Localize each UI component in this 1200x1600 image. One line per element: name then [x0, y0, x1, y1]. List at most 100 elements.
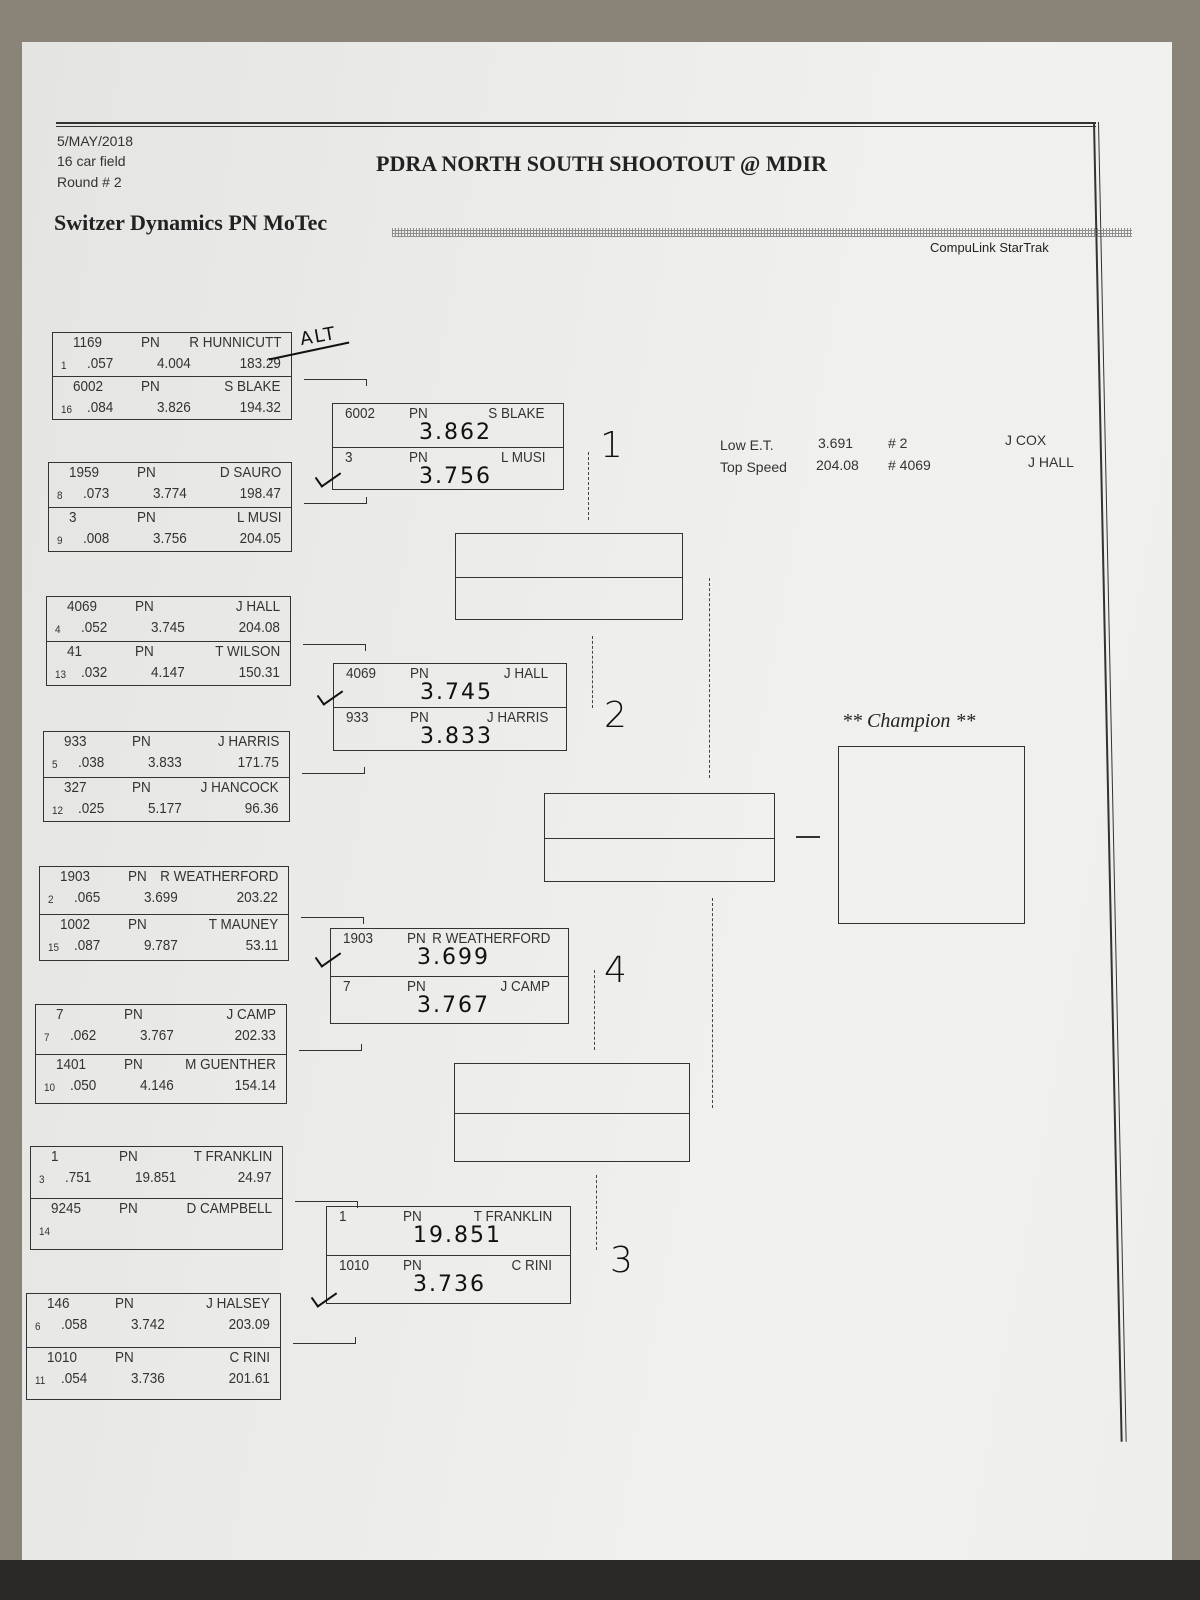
- class-title: Switzer Dynamics PN MoTec: [54, 210, 328, 235]
- handwritten-pair-number: 3: [610, 1240, 633, 1281]
- table-surface: [0, 1560, 1200, 1600]
- speed-mph: 203.09: [228, 1316, 270, 1333]
- driver-name: R WEATHERFORD: [431, 930, 550, 947]
- reaction-time: .087: [74, 936, 101, 954]
- car-number: 146: [47, 1295, 70, 1312]
- driver-name: J HALL: [503, 665, 548, 682]
- car-number: 6002: [73, 378, 104, 395]
- driver-name: J HANCOCK: [200, 778, 279, 796]
- class-label: PN: [409, 405, 428, 422]
- car-number: 1903: [60, 868, 91, 885]
- reaction-time: .008: [83, 530, 110, 547]
- handwritten-et: 3.862: [419, 420, 492, 445]
- driver-name: J HALSEY: [206, 1295, 270, 1312]
- car-number: 4069: [67, 598, 98, 615]
- reaction-time: .050: [70, 1077, 97, 1094]
- class-label: PN: [141, 334, 160, 351]
- driver-name: D SAURO: [219, 464, 281, 481]
- car-number: 1002: [60, 915, 91, 933]
- class-label: PN: [128, 915, 147, 933]
- speed-mph: 204.05: [239, 530, 281, 547]
- lane-number: 8: [57, 490, 63, 502]
- driver-name: J CAMP: [226, 1006, 276, 1023]
- lane-number: 5: [52, 759, 58, 771]
- driver-name: C RINI: [229, 1348, 271, 1366]
- reaction-time: .065: [74, 889, 101, 906]
- driver-name: D CAMPBELL: [186, 1200, 272, 1217]
- driver-name: J HARRIS: [486, 709, 548, 726]
- car-number: 1401: [56, 1056, 87, 1073]
- class-label: PN: [407, 978, 426, 995]
- car-number: 1010: [47, 1348, 78, 1366]
- final-box: [544, 793, 775, 882]
- class-label: PN: [124, 1006, 143, 1023]
- speed-mph: 194.32: [239, 399, 281, 416]
- car-number: 1010: [339, 1257, 370, 1274]
- driver-name: T MAUNEY: [208, 915, 278, 933]
- class-label: PN: [135, 643, 154, 660]
- elapsed-time: 4.004: [157, 355, 191, 372]
- handwritten-et: 3.736: [413, 1272, 486, 1297]
- reaction-time: .073: [83, 485, 110, 502]
- driver-name: S BLAKE: [224, 378, 281, 395]
- car-number: 1903: [343, 930, 374, 947]
- bracket-connector: [301, 916, 364, 924]
- driver-name: R HUNNICUTT: [188, 334, 281, 351]
- handwritten-pair-number: 1: [600, 425, 623, 466]
- handwritten-et: 3.756: [419, 463, 492, 489]
- car-number: 933: [346, 709, 369, 726]
- driver-name: M GUENTHER: [185, 1056, 276, 1073]
- driver-name: T FRANKLIN: [473, 1208, 552, 1225]
- reaction-time: .054: [61, 1369, 88, 1387]
- dash-connector: [596, 1175, 597, 1250]
- driver-name: L MUSI: [500, 448, 545, 466]
- class-label: PN: [135, 598, 154, 615]
- speed-mph: 202.33: [234, 1027, 276, 1044]
- lane-number: 13: [55, 669, 67, 681]
- speed-mph: 203.22: [236, 889, 278, 906]
- dash-connector: [588, 452, 589, 520]
- lane-number: 9: [57, 535, 63, 547]
- reaction-time: .038: [78, 754, 105, 771]
- class-label: PN: [141, 378, 160, 395]
- driver-name: S BLAKE: [488, 405, 545, 422]
- handwritten-et: 3.699: [417, 945, 490, 970]
- reaction-time: .084: [87, 399, 114, 416]
- top-speed-value: 204.08: [816, 457, 859, 473]
- handwritten-pair-number: 2: [604, 695, 627, 736]
- elapsed-time: 4.146: [140, 1077, 174, 1094]
- low-et-car: # 2: [888, 435, 908, 451]
- elapsed-time: 4.147: [151, 664, 185, 681]
- car-number: 41: [67, 643, 83, 660]
- class-label: PN: [132, 733, 151, 750]
- event-date: 5/MAY/2018: [57, 133, 134, 149]
- lane-number: 6: [35, 1321, 41, 1333]
- driver-name: C RINI: [511, 1257, 553, 1274]
- bracket-connector: [304, 497, 367, 504]
- class-label: PN: [403, 1257, 422, 1274]
- handwritten-et: 19.851: [413, 1223, 502, 1248]
- car-number: 7: [343, 978, 351, 995]
- reaction-time: .058: [61, 1316, 88, 1333]
- driver-name: J HALL: [235, 598, 280, 615]
- class-label: PN: [137, 509, 156, 526]
- top-speed-label: Top Speed: [720, 459, 787, 475]
- car-number: 4069: [346, 665, 377, 682]
- driver-name: R WEATHERFORD: [159, 868, 278, 885]
- lane-number: 16: [61, 404, 73, 416]
